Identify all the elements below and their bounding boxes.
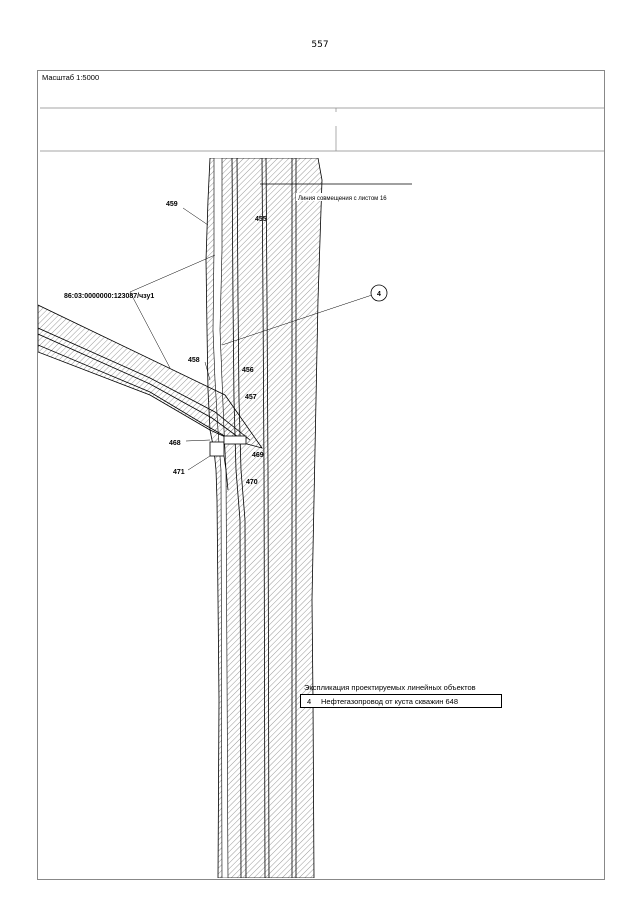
branch-corridor <box>38 304 263 449</box>
scale-label: Масштаб 1:5000 <box>42 73 100 82</box>
point-label-469: 469 <box>252 452 264 459</box>
point-label-459: 459 <box>166 201 178 208</box>
legend-row: 4 Нефтегазопровод от куста скважин 648 <box>300 694 502 708</box>
point-label-456: 456 <box>242 367 254 374</box>
point-label-458: 458 <box>188 357 200 364</box>
junction-box <box>209 441 225 457</box>
object-marker-label: 4 <box>377 291 381 298</box>
point-label-457: 457 <box>245 394 257 401</box>
page-number: 557 <box>311 40 329 50</box>
object-marker-circle <box>370 284 388 302</box>
header-lines <box>38 107 604 152</box>
legend-number: 4 <box>307 696 312 706</box>
point-label-468: 468 <box>169 440 181 447</box>
point-label-455: 455 <box>255 216 267 223</box>
match-line-label: Линия совмещения с листом 16 <box>298 196 387 202</box>
parcel-label: 86:03:0000000:123087/чзу1 <box>64 293 154 300</box>
legend-title: Экспликация проектируемых линейных объек… <box>304 683 476 692</box>
point-label-471: 471 <box>173 469 185 476</box>
point-label-470: 470 <box>246 479 258 486</box>
legend-text: Нефтегазопровод от куста скважин 648 <box>321 696 459 706</box>
